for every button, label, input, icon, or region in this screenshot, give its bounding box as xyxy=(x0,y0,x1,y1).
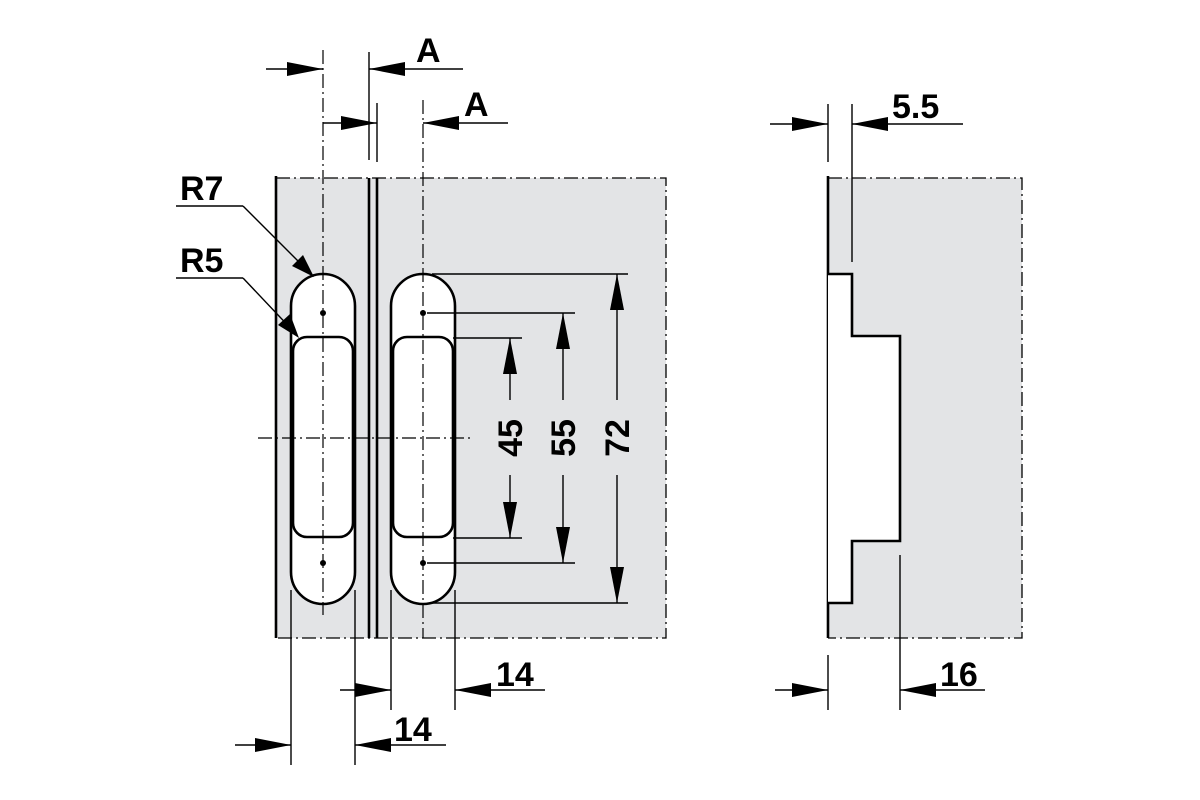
dim-arrow xyxy=(423,116,459,130)
dim-arrow xyxy=(355,683,391,697)
offset-a-second-label: A xyxy=(464,86,489,124)
dim-arrow xyxy=(355,738,391,752)
leader-arrow xyxy=(292,255,314,277)
dim-arrow xyxy=(341,116,377,130)
dim-arrow xyxy=(610,567,624,603)
dim-arrow xyxy=(556,313,570,349)
dim-arrow xyxy=(900,683,936,697)
dim-arrow xyxy=(455,683,491,697)
dim-arrow xyxy=(369,62,405,76)
dim-arrow xyxy=(287,62,323,76)
front-view: A A R7 R5 45 55 xyxy=(176,32,667,765)
screw-hole xyxy=(420,310,426,316)
side-plate-boundary xyxy=(828,177,1023,639)
length-55-label: 55 xyxy=(545,419,583,457)
side-hinge-profile xyxy=(828,272,902,605)
dim-arrow xyxy=(610,274,624,310)
width-14-left-label: 14 xyxy=(394,711,432,749)
side-view: 5.5 16 xyxy=(770,88,1023,710)
dim-arrow xyxy=(503,338,517,374)
leader-arrow xyxy=(278,314,299,338)
depth-16-label: 16 xyxy=(940,656,978,694)
dim-arrow xyxy=(792,117,828,131)
radius-r5-label: R5 xyxy=(180,242,223,280)
screw-hole xyxy=(320,310,326,316)
offset-a-top-label: A xyxy=(416,32,441,70)
length-72-label: 72 xyxy=(599,419,637,457)
dim-arrow xyxy=(852,117,888,131)
dim-arrow xyxy=(556,527,570,563)
length-45-label: 45 xyxy=(492,419,530,457)
dim-arrow xyxy=(255,738,291,752)
radius-r7-label: R7 xyxy=(180,170,223,208)
front-plate-boundary xyxy=(276,177,667,639)
dim-arrow xyxy=(503,502,517,538)
depth-5-5-label: 5.5 xyxy=(892,88,939,126)
dim-arrow xyxy=(792,683,828,697)
width-14-right-label: 14 xyxy=(496,656,534,694)
